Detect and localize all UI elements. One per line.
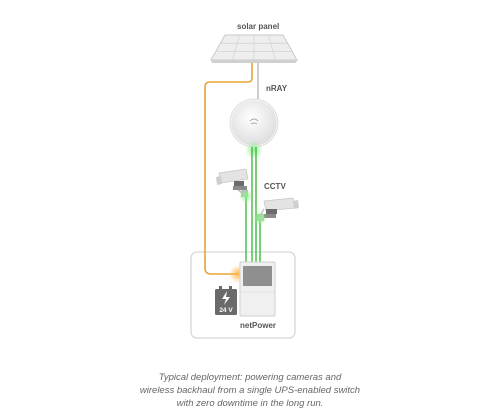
camera-2-glow	[253, 211, 267, 225]
caption-line-3: with zero downtime in the long run.	[176, 398, 324, 409]
solar-panel	[210, 34, 298, 63]
nray-logo-icon	[249, 118, 259, 125]
nray-label: nRAY	[266, 84, 288, 93]
caption-line-1: Typical deployment: powering cameras and	[158, 372, 342, 383]
camera-1-glow	[239, 189, 253, 203]
diagram-caption: Typical deployment: powering cameras and…	[110, 371, 390, 410]
cctv-label: CCTV	[264, 182, 286, 191]
caption-line-2: wireless backhaul from a single UPS-enab…	[139, 385, 361, 396]
lightning-icon	[222, 291, 230, 305]
nray-radio	[229, 98, 279, 148]
battery-voltage-label: 24 V	[219, 307, 233, 314]
poe-data-lines	[245, 147, 261, 262]
diagram-canvas: solar panel nRAY CCTV	[190, 22, 299, 339]
solar-power-cable	[204, 62, 253, 275]
netpower-label: netPower	[240, 321, 276, 330]
solar-panel-label: solar panel	[237, 22, 279, 31]
battery-icon	[215, 286, 237, 315]
nray-glow	[245, 141, 263, 159]
netpower-switch	[239, 261, 276, 317]
